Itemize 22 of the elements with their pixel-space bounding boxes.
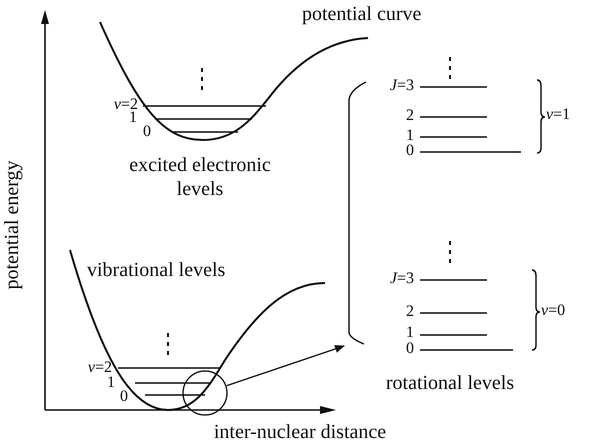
text-label: 0 <box>406 340 414 358</box>
text-label: v=2 <box>88 359 112 376</box>
text-label: inter-nuclear distance <box>214 420 386 444</box>
text-label: 1 <box>107 374 115 392</box>
text-label: v=1 <box>546 106 570 124</box>
text-label: v=0 <box>541 302 566 320</box>
magnifier-circle <box>182 370 228 416</box>
text-label: vibrational levels <box>87 258 226 282</box>
text-label: 0 <box>143 123 151 141</box>
text-label: 1 <box>406 324 414 342</box>
text-label: 0 <box>120 388 128 406</box>
text-label: J=3 <box>390 77 414 95</box>
arrow <box>226 345 345 386</box>
text-label: J=3 <box>390 270 414 288</box>
text-label: potential energy <box>0 160 24 290</box>
text-label: 2 <box>406 303 414 321</box>
text-label: excited electronic levels <box>128 153 272 201</box>
text-label: rotational levels <box>386 371 514 395</box>
text-label: 0 <box>406 142 414 160</box>
text-label: 2 <box>406 107 414 125</box>
text-label: 1 <box>406 127 414 144</box>
text-label: potential curve <box>302 2 422 26</box>
